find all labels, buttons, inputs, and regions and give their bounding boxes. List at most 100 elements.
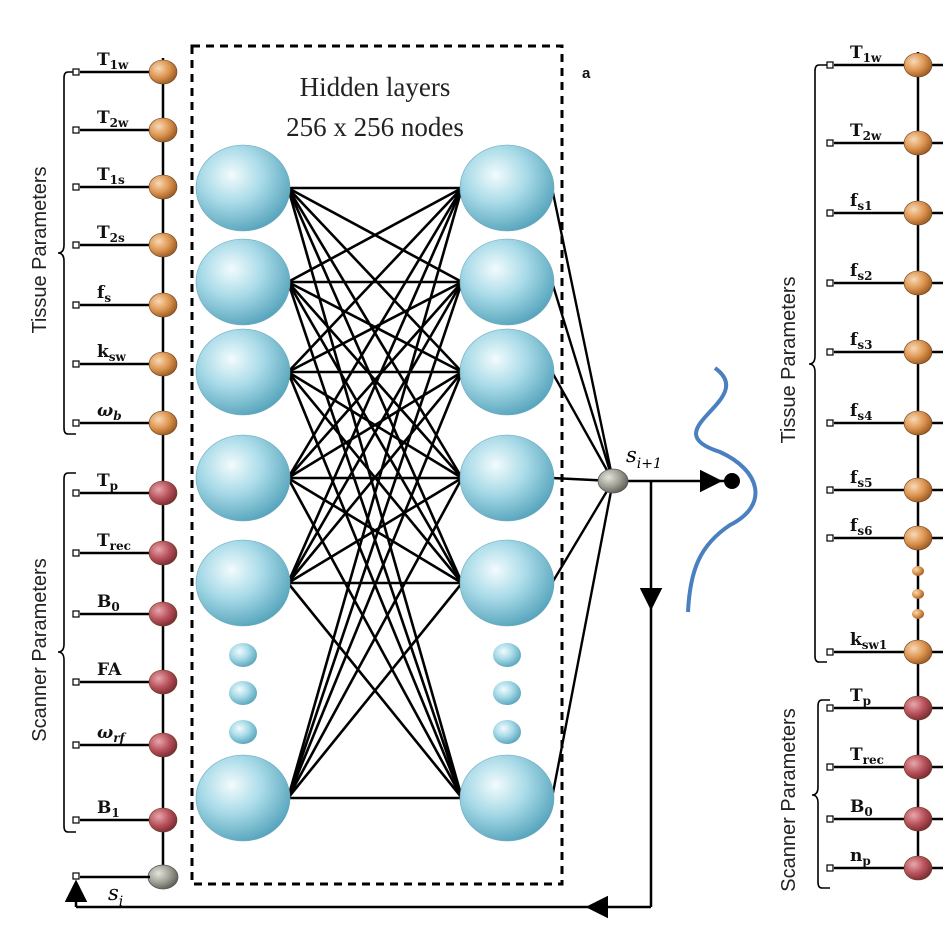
hidden-ellipsis-left xyxy=(229,643,257,667)
connection-line xyxy=(287,280,463,374)
hidden-node-left xyxy=(195,754,291,842)
input-label: ωrf xyxy=(97,723,127,745)
connection-line xyxy=(287,187,463,373)
hidden-node-left xyxy=(195,434,291,522)
input-port xyxy=(826,704,834,712)
right-input-4: fs3 xyxy=(826,330,943,365)
input-node xyxy=(148,540,178,566)
input-label: fs4 xyxy=(850,401,872,423)
input-label: T1w xyxy=(97,50,129,72)
input-port xyxy=(72,126,80,134)
state-input-node xyxy=(147,864,179,890)
input-port xyxy=(826,209,834,217)
input-label: T1w xyxy=(850,43,882,65)
input-label: T2w xyxy=(850,121,882,143)
ellipsis-dot xyxy=(912,566,924,576)
right-input-1: T2w xyxy=(826,121,943,156)
left-input-9: B0 xyxy=(72,592,178,627)
input-label: fs xyxy=(97,283,111,305)
input-label: np xyxy=(850,846,871,868)
feedback-label: si xyxy=(108,881,123,910)
input-node xyxy=(148,410,178,436)
connection-line xyxy=(287,476,463,585)
hidden-ellipsis-left xyxy=(229,720,257,744)
input-node xyxy=(903,52,933,78)
hidden-node-right xyxy=(459,434,555,522)
input-port xyxy=(72,419,80,427)
left-input-11: ωrf xyxy=(72,723,178,758)
output-connection xyxy=(550,281,615,482)
input-port xyxy=(72,610,80,618)
right-input-7: fs6 xyxy=(826,516,943,551)
connection-line xyxy=(286,187,464,479)
input-label: Trec xyxy=(97,531,131,553)
left-input-10: FA xyxy=(72,660,178,695)
right-input-8: ksw1 xyxy=(826,630,943,665)
input-port xyxy=(72,678,80,686)
input-node xyxy=(903,270,933,296)
input-node xyxy=(903,639,933,665)
input-node xyxy=(903,130,933,156)
left-scanner-brace xyxy=(57,472,76,833)
hidden-node-right xyxy=(459,144,555,232)
input-node xyxy=(148,732,178,758)
input-node xyxy=(148,807,178,833)
connection-line xyxy=(286,371,464,584)
input-label: T1s xyxy=(97,165,125,187)
input-port xyxy=(826,815,834,823)
input-port xyxy=(826,279,834,287)
input-label: ksw xyxy=(97,342,127,364)
input-label: fs5 xyxy=(850,468,872,490)
input-port xyxy=(826,648,834,656)
input-node xyxy=(148,232,178,258)
input-port xyxy=(72,489,80,497)
hidden-node-right xyxy=(459,328,555,416)
input-node xyxy=(148,669,178,695)
input-port xyxy=(72,301,80,309)
input-node xyxy=(903,200,933,226)
panel-label: a xyxy=(582,65,591,82)
input-node xyxy=(148,292,178,318)
right-scanner-brace xyxy=(811,699,830,889)
left-input-0: T1w xyxy=(72,50,178,85)
right-input-0: T1w xyxy=(826,43,943,78)
left-input-1: T2w xyxy=(72,108,178,143)
input-port xyxy=(826,348,834,356)
input-label: fs3 xyxy=(850,330,872,352)
input-port xyxy=(826,534,834,542)
input-port xyxy=(72,816,80,824)
input-node xyxy=(148,351,178,377)
hidden-node-right xyxy=(459,539,555,627)
input-port xyxy=(72,183,80,191)
right-input-3: fs2 xyxy=(826,261,943,296)
connection-line xyxy=(286,281,464,799)
input-label: Tp xyxy=(850,686,871,708)
hidden-node-right xyxy=(459,238,555,326)
connection-line xyxy=(286,187,464,584)
right-scanner-group-label: Scanner Parameters xyxy=(778,708,800,891)
input-port xyxy=(826,486,834,494)
hidden-ellipsis-right xyxy=(493,643,521,667)
probability-curve xyxy=(686,366,758,613)
input-node xyxy=(903,525,933,551)
input-port xyxy=(72,68,80,76)
input-node xyxy=(148,117,178,143)
input-label: Trec xyxy=(850,745,884,767)
input-node xyxy=(903,855,933,881)
output-section: si+1 si xyxy=(64,366,758,919)
input-port xyxy=(826,139,834,147)
left-input-7: Tp xyxy=(72,471,178,506)
right-tissue-group-label: Tissue Parameters xyxy=(778,276,800,443)
input-node xyxy=(148,174,178,200)
left-tissue-group-label: Tissue Parameters xyxy=(29,166,51,333)
input-label: ksw1 xyxy=(850,630,887,652)
connection-line xyxy=(287,186,463,284)
output-connection xyxy=(550,480,615,584)
connection-line xyxy=(287,370,463,480)
hidden-ellipsis-right xyxy=(493,720,521,744)
input-port xyxy=(826,419,834,427)
input-label: B0 xyxy=(850,797,873,819)
input-node xyxy=(148,480,178,506)
input-label: T2w xyxy=(97,108,129,130)
